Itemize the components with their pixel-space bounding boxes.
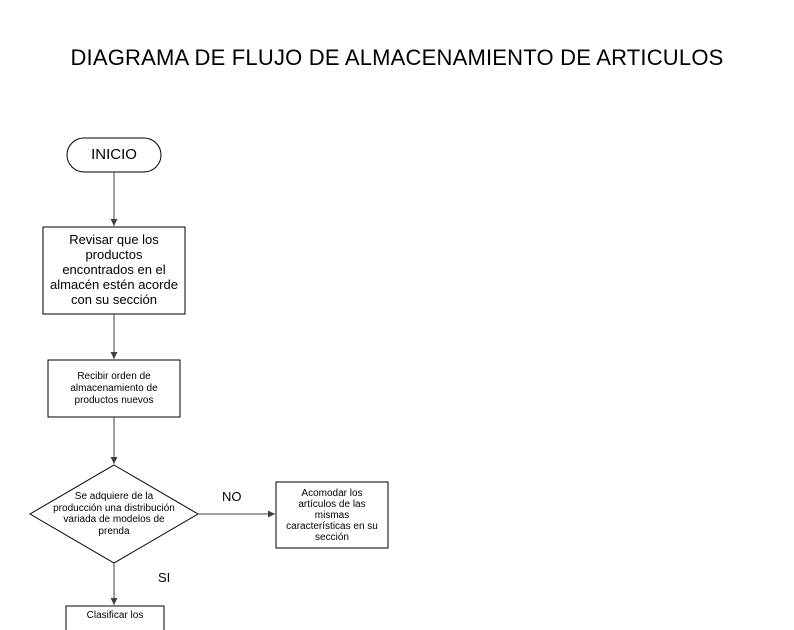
receive-step-label: Recibir orden de almacenamiento de produ… <box>70 370 158 406</box>
diagram-title: DIAGRAMA DE FLUJO DE ALMACENAMIENTO DE A… <box>70 45 724 70</box>
edge-label-no: NO <box>222 489 242 504</box>
receive-process-box <box>47 359 181 418</box>
edge-label-si: SI <box>158 570 171 585</box>
classify-step-label: Clasificar los <box>86 610 144 621</box>
decision-label: Se adquiere de la producción una distrib… <box>53 491 175 537</box>
arrange-step-label: Acomodar los artículos de las mismas car… <box>286 487 378 543</box>
arrange-process-box <box>275 481 389 549</box>
classify-process-box <box>65 605 165 630</box>
start-label: INICIO <box>91 146 137 164</box>
review-step-label: Revisar que los productos encontrados en… <box>50 232 178 307</box>
